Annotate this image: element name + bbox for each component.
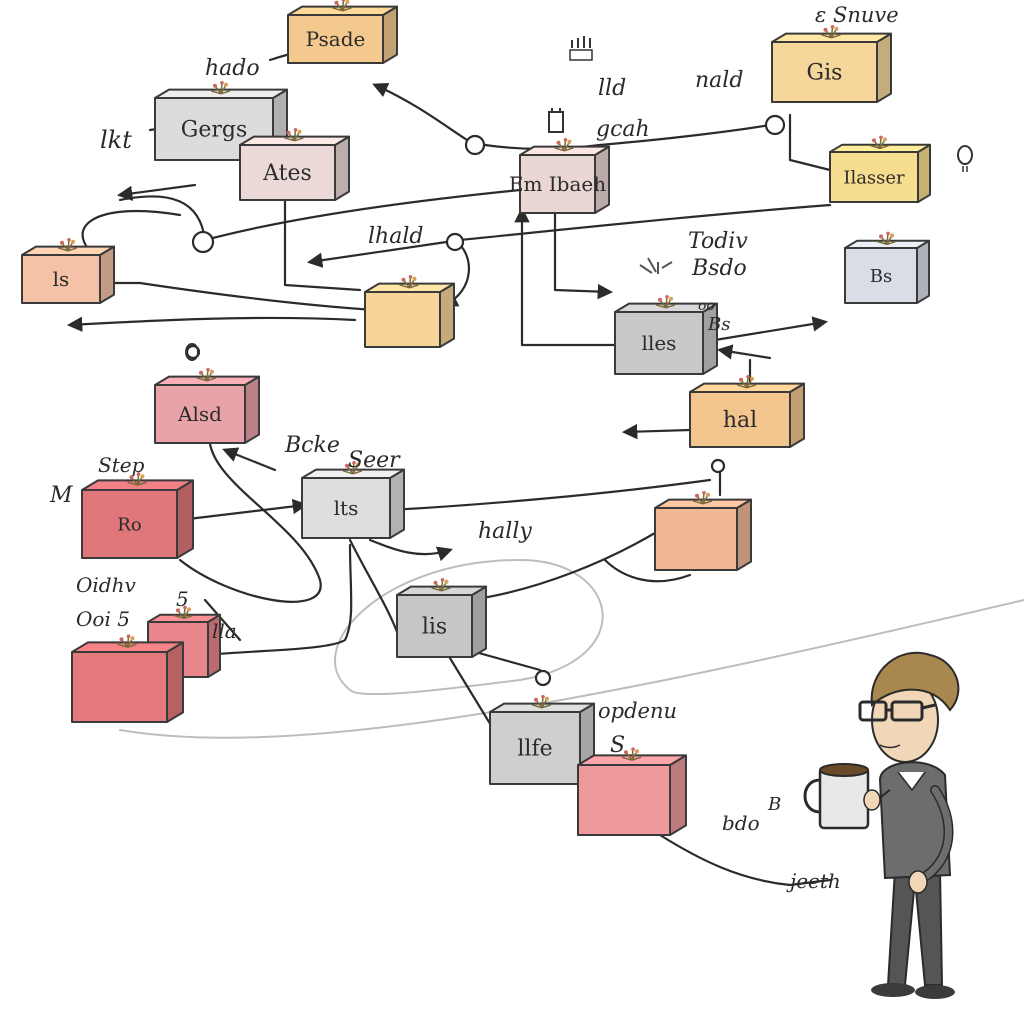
box-b4: Gis: [771, 24, 892, 103]
label-oo: oo: [698, 298, 715, 314]
coffee-mug-icon: [803, 763, 870, 830]
box-b6: Ilasser: [829, 134, 931, 203]
box-label-b14: lts: [334, 496, 359, 520]
label-todiv: Todiv: [688, 229, 748, 254]
label-nald: nald: [695, 68, 743, 93]
box-label-b5: Em Ibaeh: [509, 172, 606, 196]
background-swoosh: [119, 558, 1024, 739]
box-b12: hal: [689, 374, 805, 448]
connectors: [66, 40, 832, 887]
small-icons: [185, 36, 973, 361]
box-b10: lles: [614, 294, 718, 375]
box-b7: ls: [21, 237, 115, 304]
label-lla: lla: [212, 619, 237, 643]
box-b20: [577, 746, 687, 836]
box-b3: Ates: [239, 127, 350, 201]
label-bcke: Bcke: [284, 433, 340, 458]
label-seer: Seer: [348, 448, 401, 473]
box-b1: Psade: [287, 0, 398, 64]
label-lkt: lkt: [100, 126, 132, 154]
signal-icon: [569, 36, 593, 61]
box-b15: [654, 490, 752, 571]
label-m: M: [49, 483, 73, 508]
box-label-b7: ls: [53, 267, 70, 291]
box-label-b1: Psade: [306, 27, 366, 51]
bulb-icon: [548, 108, 564, 133]
box-b9: Bs: [844, 230, 930, 304]
box-b11: Alsd: [154, 367, 260, 444]
person-figure: [803, 651, 960, 999]
label-snuve: ε Snuve: [815, 3, 899, 27]
label-bdo: bdo: [722, 811, 760, 835]
label-s: S: [610, 733, 625, 758]
box-label-b10: lles: [642, 331, 677, 355]
box-b14: lts: [301, 460, 405, 539]
plant-icon: [639, 257, 673, 274]
label-b: B: [767, 794, 781, 815]
box-label-b2: Gergs: [181, 118, 247, 143]
lightbulb-icon: [957, 145, 973, 172]
box-label-b6: Ilasser: [843, 167, 905, 188]
label-hally: hally: [478, 519, 532, 544]
label-lhald: lhald: [368, 224, 423, 249]
label-step: Step: [98, 453, 145, 477]
box-b5: Em Ibaeh: [509, 137, 610, 214]
box-label-b12: hal: [723, 408, 757, 433]
label-hado: hado: [205, 56, 260, 81]
label-jeeth: jeeth: [786, 869, 841, 893]
label-opdenu: opdenu: [598, 699, 677, 723]
box-label-b19: llfe: [517, 737, 552, 762]
box-label-b11: Alsd: [177, 402, 222, 426]
lightbulb-icon-2: [185, 343, 199, 361]
labels: hado lkt ε Snuve nald lld gcah lhald Tod…: [49, 3, 899, 893]
junction-nodes: [185, 114, 786, 687]
box-label-b3: Ates: [262, 161, 312, 186]
box-label-b4: Gis: [807, 61, 843, 86]
label-oidhv: Oidhv: [76, 573, 136, 597]
label-lld: lld: [598, 76, 626, 101]
box-label-b9: Bs: [870, 266, 892, 287]
label-gcah: gcah: [596, 117, 650, 142]
box-b13: Ro: [81, 471, 194, 559]
label-5: 5: [176, 587, 189, 611]
box-b8: [364, 274, 455, 348]
box-b17: [71, 633, 184, 723]
label-bs: Bs: [707, 314, 730, 335]
box-b18: lis: [396, 577, 487, 658]
box-b19: llfe: [489, 694, 595, 785]
box-label-b13: Ro: [117, 514, 141, 535]
label-bsdo: Bsdo: [691, 256, 747, 281]
box-label-b18: lis: [422, 615, 447, 640]
label-ooi5: Ooi 5: [76, 607, 130, 631]
